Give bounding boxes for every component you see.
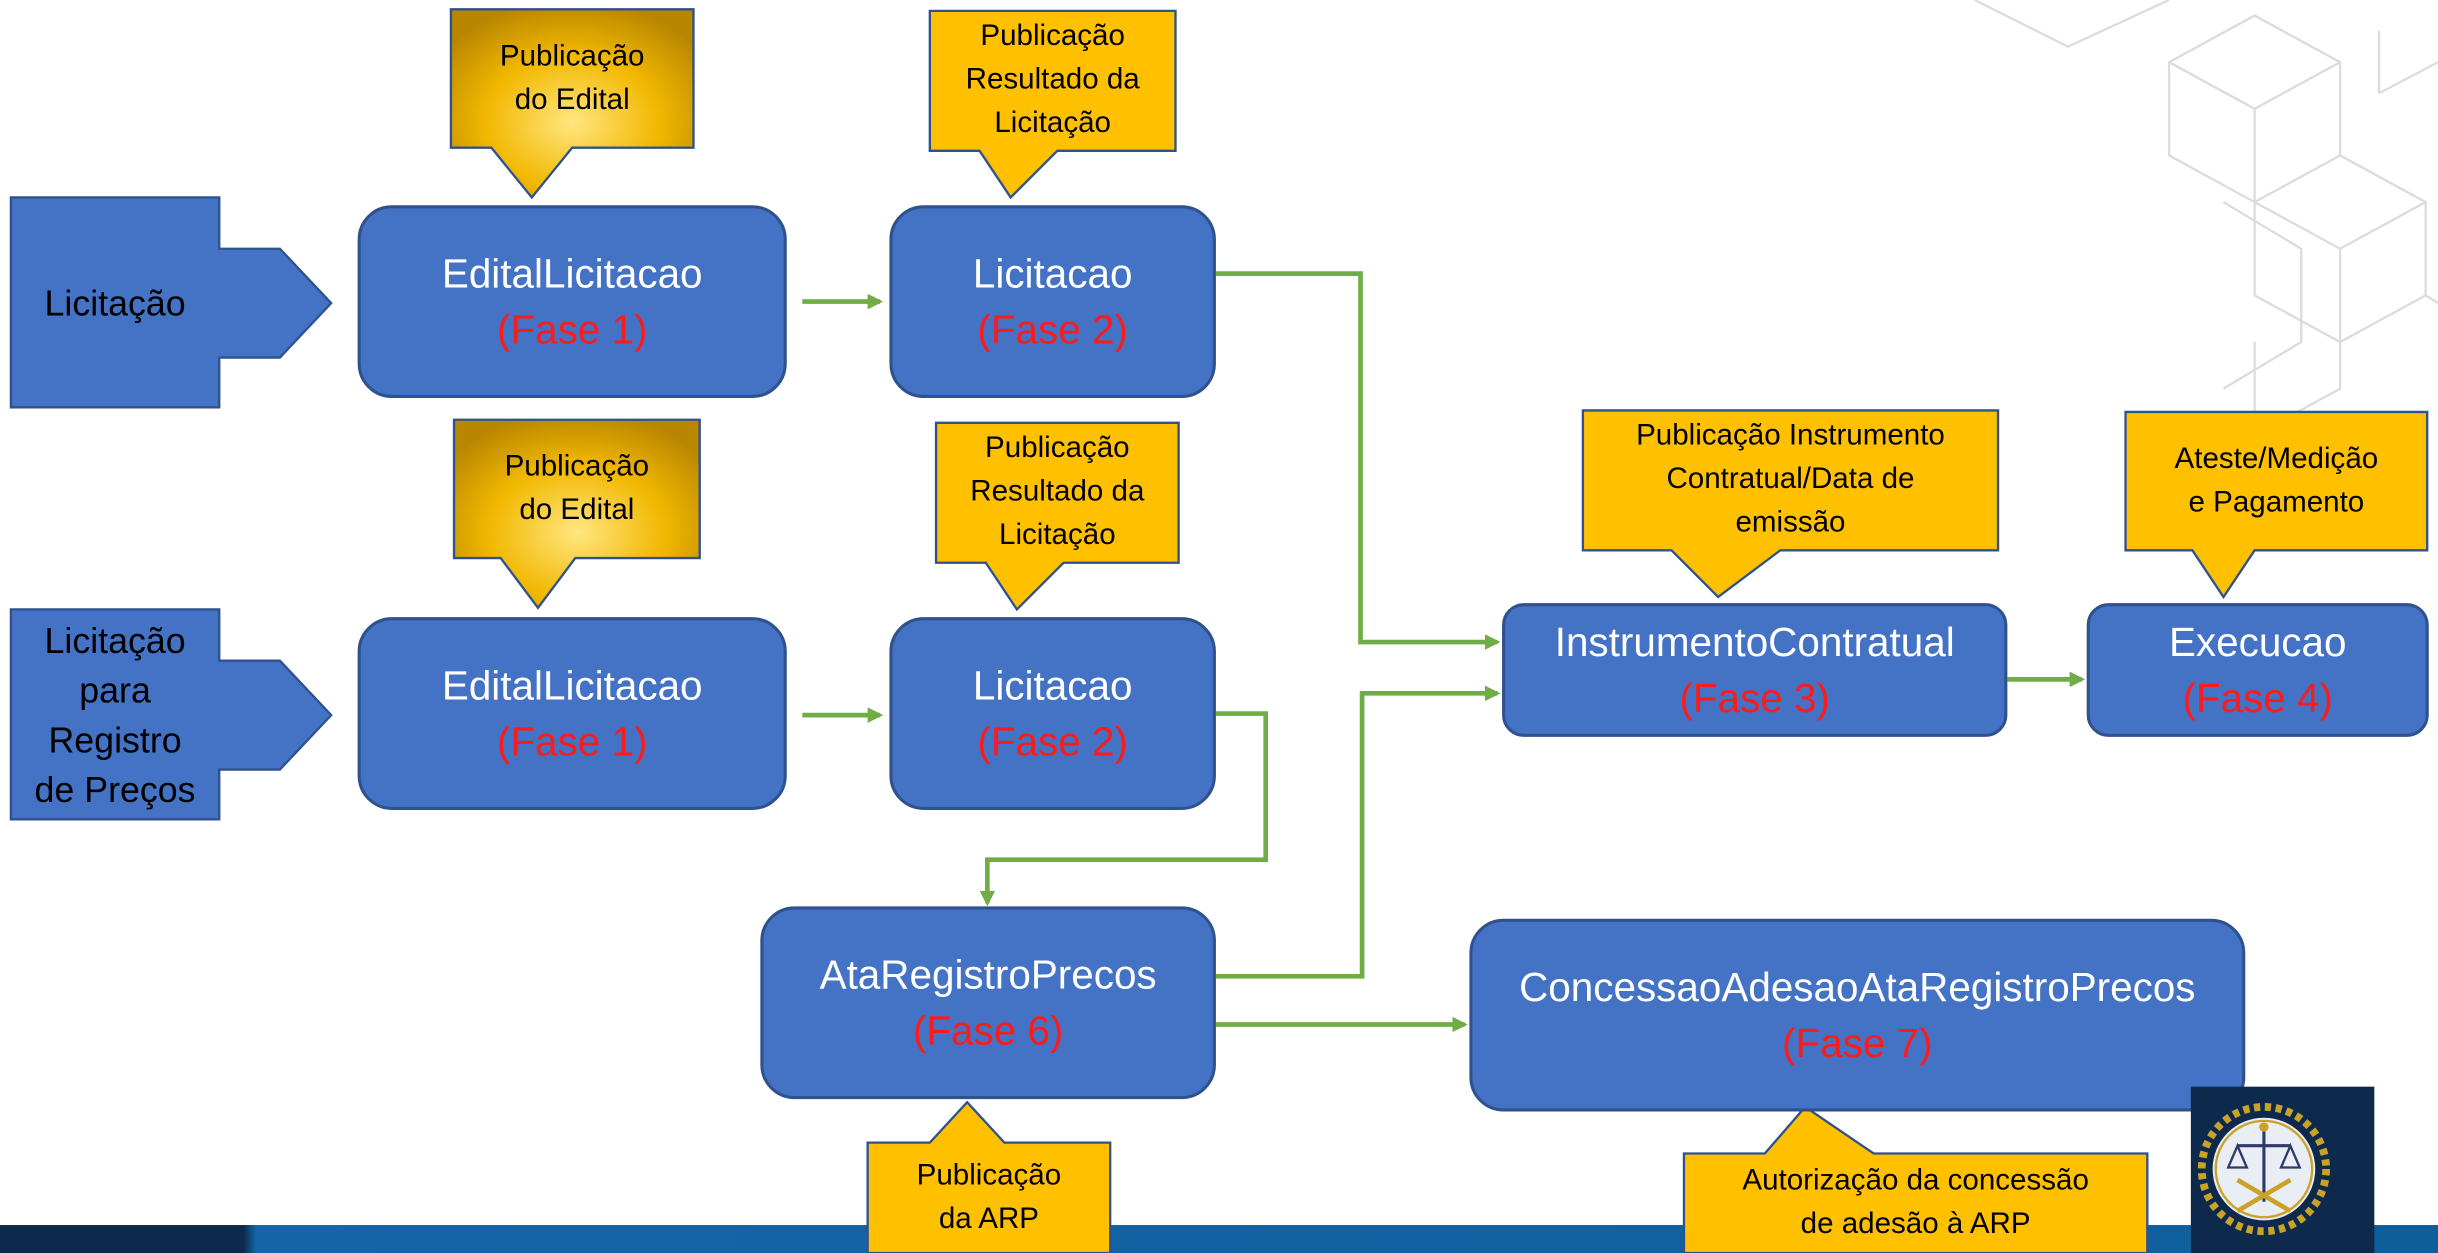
callout-shape-arp xyxy=(866,1100,1112,1253)
entry-label-line: de Preços xyxy=(34,768,196,810)
process-name: InstrumentoContratual xyxy=(1554,618,1955,666)
callout-line: e Pagamento xyxy=(2188,485,2365,519)
callout-line: Publicação xyxy=(985,432,1130,465)
process-name: AtaRegistroPrecos xyxy=(819,951,1157,999)
process-phase: (Fase 2) xyxy=(977,718,1128,765)
process-execucao[interactable]: Execucao (Fase 4) xyxy=(2086,603,2429,737)
callout-line: Resultado da xyxy=(970,475,1145,509)
process-phase: (Fase 1) xyxy=(496,306,648,353)
callout-shape-edital-1 xyxy=(449,8,695,200)
entry-label-line: Registro xyxy=(48,719,182,760)
entry-label-line: Licitação xyxy=(44,282,186,323)
process-phase: (Fase 4) xyxy=(2182,674,2333,722)
connector-licitacao2-ata xyxy=(979,711,1269,907)
callout-line: Licitação xyxy=(994,107,1111,140)
process-edital-licitacao-1[interactable]: EditalLicitacao (Fase 1) xyxy=(357,205,787,398)
callout-autorizacao-adesao: Autorização da concessão de adesão à ARP xyxy=(1684,1154,2147,1253)
callout-ateste-pagamento: Ateste/Medição e Pagamento xyxy=(2126,412,2428,550)
entry-label-line: para xyxy=(79,669,151,710)
callout-line: da ARP xyxy=(938,1202,1040,1236)
callout-shape-edital-2 xyxy=(452,418,701,610)
callout-line: Publicação xyxy=(499,39,645,73)
callout-line: Contratual/Data de xyxy=(1666,463,1915,496)
entry-arrow-registro-precos xyxy=(9,608,333,821)
process-phase: (Fase 2) xyxy=(977,306,1128,353)
callout-publicacao-resultado-1: Publicação Resultado da Licitação xyxy=(930,11,1176,151)
callout-line: Publicação xyxy=(980,20,1125,53)
process-phase: (Fase 6) xyxy=(912,1007,1064,1055)
process-name: Execucao xyxy=(2168,618,2347,666)
process-licitacao-1[interactable]: Licitacao (Fase 2) xyxy=(889,205,1216,398)
callout-shape-adesao xyxy=(1682,1105,2149,1253)
callout-line: Licitação xyxy=(999,519,1116,552)
callout-publicacao-resultado-2: Publicação Resultado da Licitação xyxy=(936,423,1179,563)
process-edital-licitacao-2[interactable]: EditalLicitacao (Fase 1) xyxy=(357,617,787,810)
callout-shape-ateste xyxy=(2124,410,2429,600)
entry-arrow-licitacao xyxy=(9,196,333,409)
callout-line: Resultado da xyxy=(965,63,1140,97)
process-phase: (Fase 7) xyxy=(1782,1019,1933,1067)
callout-line: Publicação xyxy=(916,1158,1062,1192)
process-name: EditalLicitacao xyxy=(441,662,703,709)
callout-line: Ateste/Medição xyxy=(2174,442,2379,475)
callout-publicacao-arp: Publicação da ARP xyxy=(868,1143,1111,1253)
callout-line: Publicação xyxy=(504,450,650,483)
callout-line: Publicação Instrumento xyxy=(1636,419,1945,453)
process-phase: (Fase 3) xyxy=(1679,674,1830,722)
process-name: EditalLicitacao xyxy=(441,250,703,297)
process-instrumento-contratual[interactable]: InstrumentoContratual (Fase 3) xyxy=(1502,603,2008,737)
callout-line: do Edital xyxy=(519,493,635,527)
process-name: Licitacao xyxy=(972,662,1133,709)
connector-licitacao1-instrumento xyxy=(1215,271,1501,650)
process-ata-registro-precos[interactable]: AtaRegistroPrecos (Fase 6) xyxy=(760,906,1216,1100)
hexagonal-cube-pattern xyxy=(1974,0,2438,438)
entry-label-licitacao: Licitação xyxy=(11,197,219,407)
process-name: Licitacao xyxy=(972,250,1133,297)
process-phase: (Fase 1) xyxy=(496,718,648,765)
callout-publicacao-instrumento: Publicação Instrumento Contratual/Data d… xyxy=(1583,410,1998,550)
callout-line: do Edital xyxy=(514,83,630,116)
process-name: ConcessaoAdesaoAtaRegistroPrecos xyxy=(1519,963,2196,1011)
entry-label-line: Licitação xyxy=(44,619,186,660)
callout-shape-instrumento xyxy=(1581,409,2000,599)
entry-label-registro-precos: Licitação para Registro de Preços xyxy=(11,609,219,819)
logo-box xyxy=(2190,1086,2375,1253)
callout-publicacao-edital-2: Publicação do Edital xyxy=(454,420,700,558)
callout-line: de adesão à ARP xyxy=(1800,1207,2031,1241)
callout-line: emissão xyxy=(1735,506,1846,540)
callout-line: Autorização da concessão xyxy=(1742,1164,2089,1198)
scales-of-justice-keys-emblem-icon xyxy=(2197,1102,2331,1236)
callout-publicacao-edital-1: Publicação do Edital xyxy=(451,9,694,147)
process-licitacao-2[interactable]: Licitacao (Fase 2) xyxy=(889,617,1216,810)
connector-ata-instrumento xyxy=(1215,685,1501,979)
callout-shape-resultado-1 xyxy=(928,9,1177,200)
callout-shape-resultado-2 xyxy=(934,421,1180,612)
process-concessao-adesao[interactable]: ConcessaoAdesaoAtaRegistroPrecos (Fase 7… xyxy=(1469,918,2246,1112)
